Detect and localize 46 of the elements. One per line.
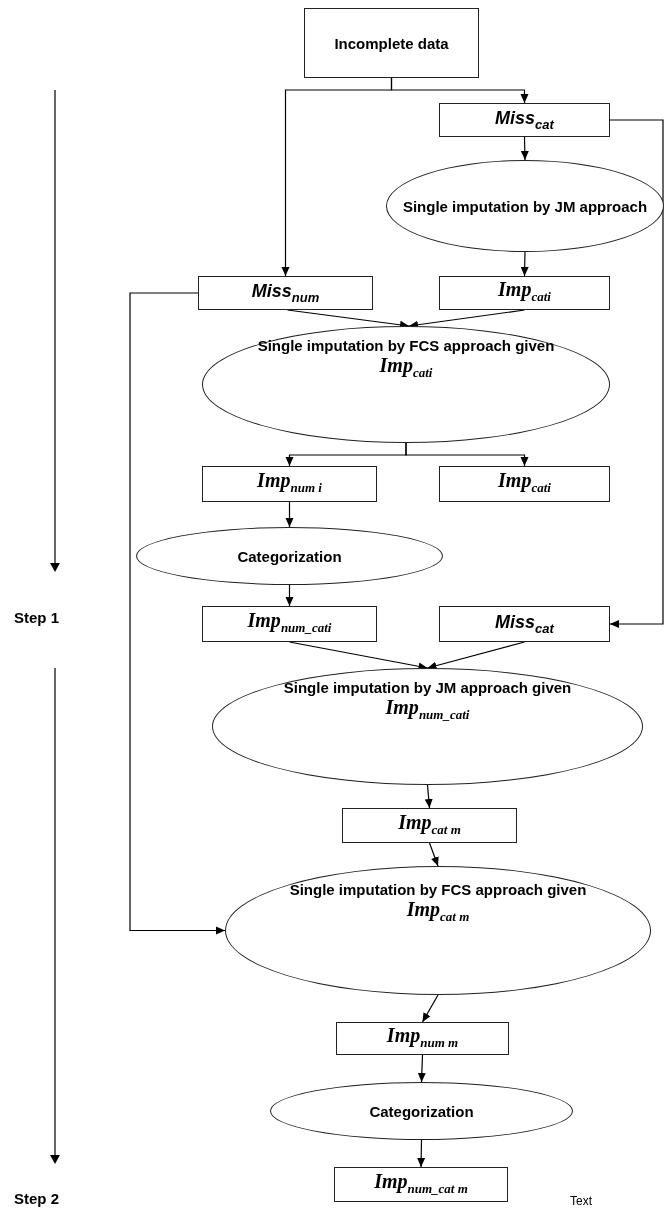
process-box [334, 1167, 508, 1202]
process-box [198, 276, 373, 310]
node-label: Single imputation by FCS approach given [256, 337, 556, 354]
formula-label: Imp$_{num m}$ [386, 1023, 459, 1052]
formula-label: Miss$_{cat}$ [495, 612, 554, 636]
arrow [285, 584, 294, 607]
process-box [439, 466, 610, 502]
formula-label: Imp$_{cat m}$ [406, 898, 470, 926]
node-label: Single imputation by JM approach given [282, 679, 573, 696]
node-label: Incomplete data [334, 34, 449, 52]
arrow [417, 1054, 426, 1083]
formula-label: Miss$_{cat}$ [495, 108, 554, 132]
arrow [424, 784, 433, 809]
process-box [304, 8, 479, 78]
arrow [520, 136, 529, 161]
process-box [439, 606, 610, 642]
arrow [428, 842, 439, 867]
arrow [421, 994, 439, 1023]
arrow [417, 1139, 426, 1168]
formula-label: Miss$_{num}$ [251, 281, 320, 305]
process-box [439, 103, 610, 137]
process-box [202, 466, 377, 502]
formula-label: Imp$_{num i}$ [257, 469, 322, 497]
arrow [405, 442, 529, 467]
formula-label: Imp$_{num_cat m}$ [374, 1169, 468, 1198]
node-label: Single imputation by JM approach [401, 197, 649, 215]
arrow [408, 309, 526, 329]
process-box [342, 808, 517, 843]
process-box [336, 1022, 509, 1055]
node-label: Single imputation by FCS approach given [288, 881, 588, 898]
node-label: Categorization [368, 1102, 475, 1120]
step-label: Step 2 [14, 1190, 59, 1207]
step-label: Step 1 [14, 609, 59, 626]
formula-label: Imp$_{cat m}$ [398, 810, 461, 839]
arrow [609, 119, 664, 628]
arrow [286, 309, 410, 329]
arrow [285, 501, 294, 528]
process-box [439, 276, 610, 310]
arrow [129, 292, 226, 935]
process-box [202, 606, 377, 642]
arrow [520, 251, 529, 277]
placeholder-text: Text [570, 1194, 592, 1208]
node-label: Categorization [236, 547, 343, 565]
arrow [426, 641, 526, 670]
arrow [390, 77, 529, 104]
arrow [288, 641, 429, 671]
